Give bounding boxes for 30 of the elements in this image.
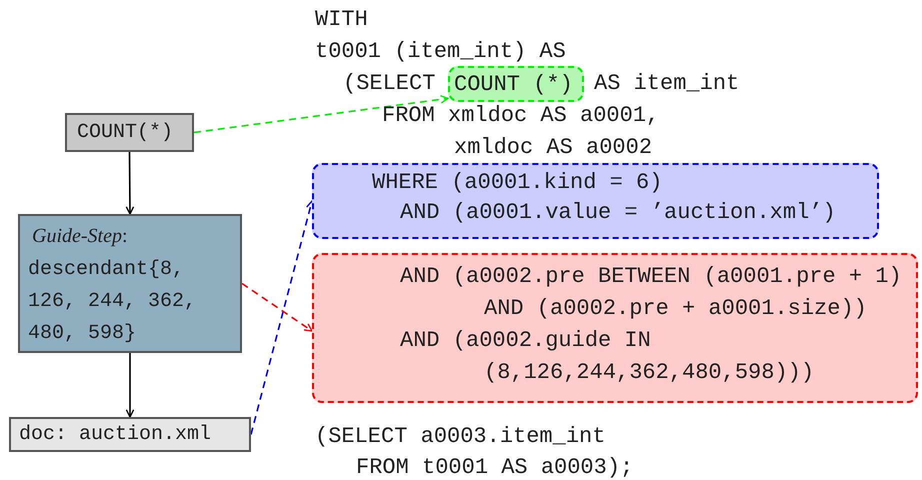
code-line: FROM xmldoc AS a0001, <box>382 102 660 130</box>
highlight-box <box>448 66 584 102</box>
arrow <box>126 152 134 215</box>
node-label: doc: auction.xml <box>19 422 212 448</box>
code-line: xmldoc AS a0002 <box>454 134 652 162</box>
code-line: COUNT (*) <box>454 71 573 99</box>
code-line: AND (a0002.pre + a0001.size)) <box>484 295 867 323</box>
code-line: AND (a0002.guide IN <box>400 327 651 355</box>
node-label: COUNT(*) <box>77 120 174 146</box>
node-label: Guide-Step: <box>32 224 128 249</box>
code-line: (8,126,244,362,480,598))) <box>484 359 814 387</box>
highlight-box <box>312 163 879 239</box>
node-label: descendant{8, 126, 244, 362, 480, 598} <box>28 257 198 347</box>
code-line: FROM t0001 AS a0003); <box>356 454 634 480</box>
code-line: t0001 (item_int) AS <box>315 38 566 66</box>
dashed-arrow <box>250 200 314 435</box>
code-line: (SELECT a0003.item_int <box>315 423 606 451</box>
guide-step-box <box>18 214 242 353</box>
code-line: WHERE (a0001.kind = 6) <box>372 169 662 197</box>
code-line: (SELECT <box>343 70 436 98</box>
code-line: AND (a0001.value = ’auction.xml’) <box>400 199 836 227</box>
code-line: AND (a0002.pre BETWEEN (a0001.pre + 1) <box>400 263 902 291</box>
dashed-arrow <box>194 95 449 134</box>
code-line: WITH <box>315 6 368 34</box>
arrow <box>126 353 134 418</box>
code-line: AS item_int <box>594 70 740 98</box>
document-box <box>9 417 251 452</box>
dashed-arrow <box>242 282 313 332</box>
highlight-box <box>312 253 918 403</box>
count-box <box>65 113 194 152</box>
